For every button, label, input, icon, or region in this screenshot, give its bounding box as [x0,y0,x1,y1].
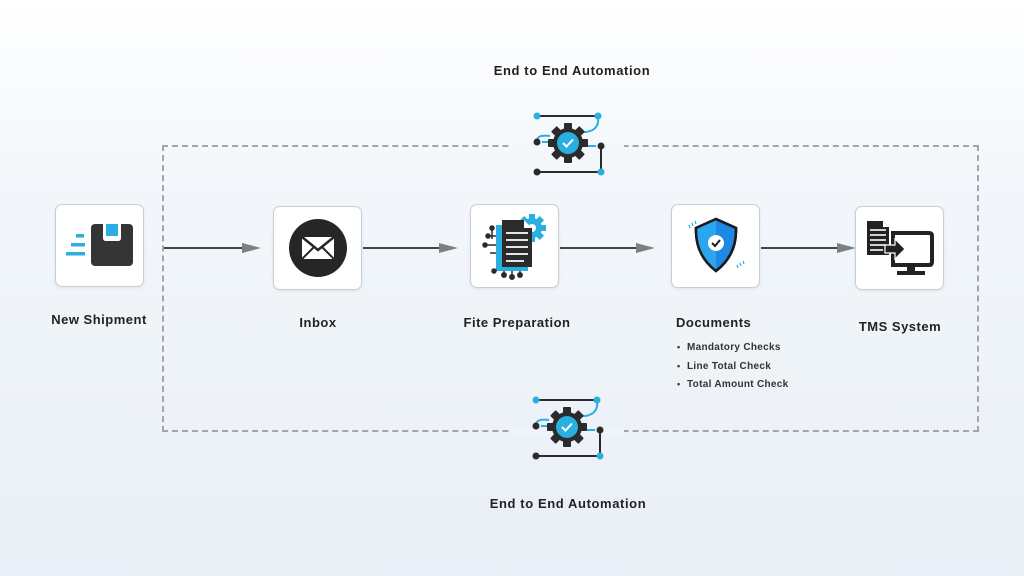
step-new-shipment[interactable] [55,204,144,287]
document-to-monitor-icon [866,221,934,275]
step-label-documents: Documents [676,315,752,330]
check-item: Total Amount Check [677,375,789,394]
check-item: Mandatory Checks [677,338,789,357]
top-automation-title: End to End Automation [493,63,651,78]
document-gear-icon [481,214,546,280]
step-inbox[interactable] [273,206,362,290]
flow-arrow [363,242,461,254]
envelope-icon [288,219,347,277]
step-label-inbox: Inbox [299,315,337,330]
flow-arrow [560,242,658,254]
check-item: Line Total Check [677,357,789,376]
step-tms-system[interactable] [855,206,944,290]
bottom-automation-title: End to End Automation [489,496,647,511]
gear-check-circuit-icon [527,394,607,464]
documents-checks-list: Mandatory Checks Line Total Check Total … [677,338,789,394]
step-label-file-preparation: Fite Preparation [463,315,571,330]
flow-arrow [761,242,859,254]
step-label-tms-system: TMS System [858,319,942,334]
step-documents[interactable] [671,204,760,288]
step-label-new-shipment: New Shipment [51,312,147,327]
box-shipment-icon [65,223,133,266]
step-file-preparation[interactable] [470,204,559,288]
flow-arrow [164,242,262,254]
shield-check-icon [687,217,745,273]
gear-check-circuit-icon [528,110,608,180]
